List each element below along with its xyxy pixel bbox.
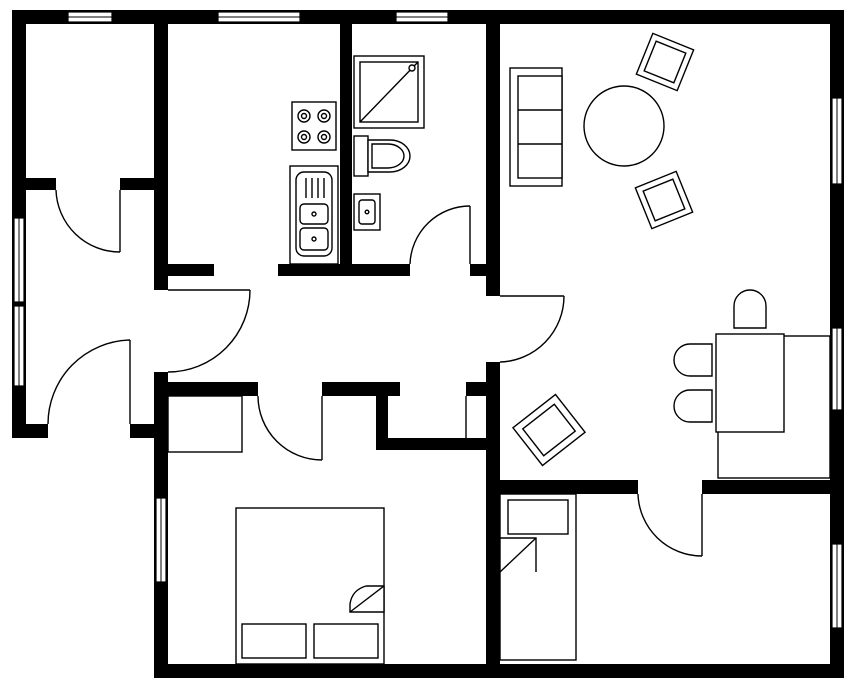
wall-bedroom-top-a: [154, 382, 258, 396]
wall-kitchen-bath: [340, 10, 352, 276]
single-bed-icon: [499, 493, 577, 661]
door-bathroom: [409, 205, 471, 265]
dining-chair-icon: [673, 389, 713, 423]
cooktop-icon: [291, 101, 337, 151]
dining-chair-icon: [673, 343, 713, 377]
wall-hall-living-lower: [486, 362, 500, 678]
wall-niche-bottom: [376, 438, 500, 450]
door-small-bedroom: [637, 493, 703, 557]
wall-closet-bottom-a: [12, 178, 56, 190]
armchair-icon: [511, 393, 587, 467]
doors: [47, 189, 703, 557]
dining-chair-icon: [733, 289, 767, 329]
wall-smallbed-top-b: [702, 480, 844, 494]
wall-closet-kitchen: [154, 10, 168, 290]
washbasin-icon: [353, 193, 381, 231]
door-entrance: [47, 339, 131, 425]
wall-smallbed-top-a: [486, 480, 638, 494]
door-bedroom: [257, 395, 323, 461]
double-bed-icon: [235, 507, 385, 665]
shower-tray-icon: [353, 55, 425, 129]
wall-closet-bottom-b: [120, 178, 168, 190]
round-table-icon: [583, 85, 665, 167]
sofa-icon: [509, 67, 563, 187]
wardrobe-icon: [167, 395, 243, 453]
armchair-icon: [634, 170, 694, 230]
door-living: [499, 295, 565, 363]
door-kitchen: [167, 289, 251, 373]
interior-walls: [12, 10, 844, 678]
wall-niche-side: [376, 382, 388, 450]
wall-left-bottom-a: [12, 424, 48, 438]
furniture: [167, 32, 831, 665]
windows: [13, 11, 843, 629]
wall-bedroom-top-c: [466, 382, 500, 396]
door-closet: [55, 189, 121, 253]
kitchen-sink-icon: [289, 165, 339, 265]
wall-kitchen-bottom-a: [154, 264, 214, 276]
dining-table-icon: [715, 333, 785, 433]
window-mullions: [18, 16, 838, 628]
wall-bath-living: [486, 10, 500, 296]
wall-bedroom-top-b: [322, 382, 400, 396]
toilet-icon: [353, 135, 411, 177]
armchair-icon: [635, 32, 695, 92]
